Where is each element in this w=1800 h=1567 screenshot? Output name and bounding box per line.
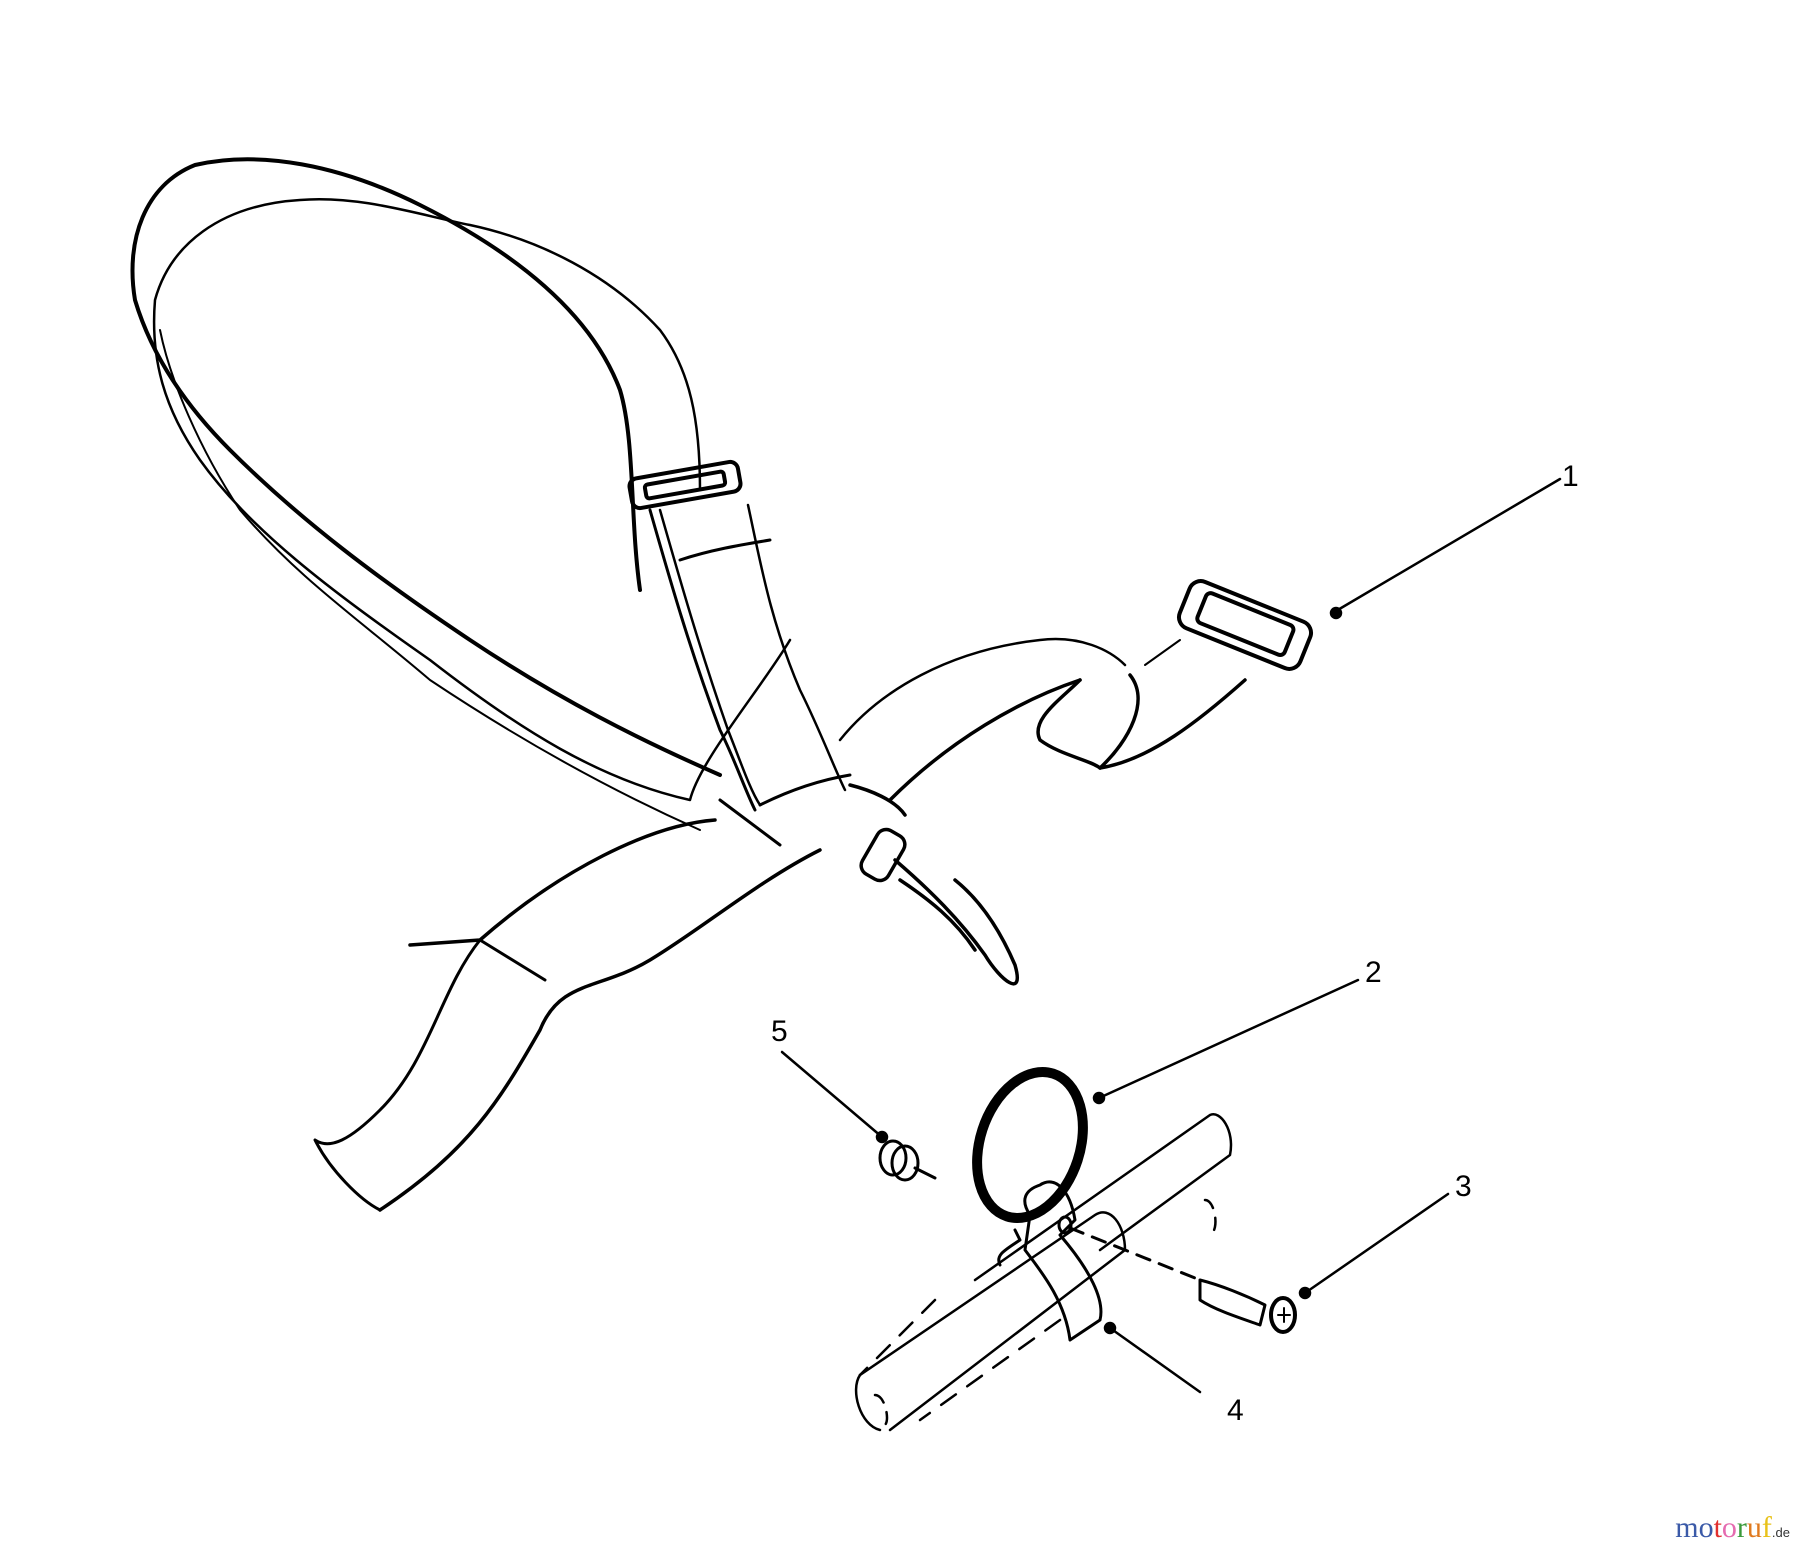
clamp <box>997 1180 1103 1342</box>
strap-lower-tail <box>313 798 822 1212</box>
watermark-tld: .de <box>1771 1525 1790 1540</box>
strap-shoulder-loop <box>130 157 792 831</box>
strap-adjuster-buckle <box>627 459 743 511</box>
watermark-letter: m <box>1675 1511 1699 1544</box>
handle-tube <box>854 1113 1233 1432</box>
leader-2 <box>1097 978 1360 1100</box>
snap-hook <box>848 783 1019 986</box>
nut <box>878 1139 937 1182</box>
leader-3 <box>1303 1192 1450 1295</box>
watermark-letter: r <box>1736 1511 1747 1544</box>
leader-lines <box>780 477 1562 1394</box>
callout-2: 2 <box>1365 956 1382 989</box>
callout-3: 3 <box>1455 1170 1472 1203</box>
leader-4 <box>1108 1326 1202 1394</box>
watermark-letter: t <box>1713 1511 1722 1544</box>
watermark-letter: f <box>1761 1511 1772 1544</box>
ring <box>972 1067 1088 1223</box>
callout-4: 4 <box>1227 1394 1244 1427</box>
callout-1: 1 <box>1562 460 1579 493</box>
strap-lower-section <box>648 503 852 812</box>
leader-5 <box>780 1050 884 1139</box>
watermark-letter: o <box>1698 1511 1714 1544</box>
strap-right-end <box>838 579 1314 802</box>
screw <box>1068 1226 1297 1334</box>
watermark-logo: motoruf.de <box>1675 1511 1790 1545</box>
watermark-letter: u <box>1746 1511 1762 1544</box>
watermark-letter: o <box>1721 1511 1737 1544</box>
leader-1 <box>1334 477 1562 613</box>
callout-5: 5 <box>771 1015 788 1048</box>
